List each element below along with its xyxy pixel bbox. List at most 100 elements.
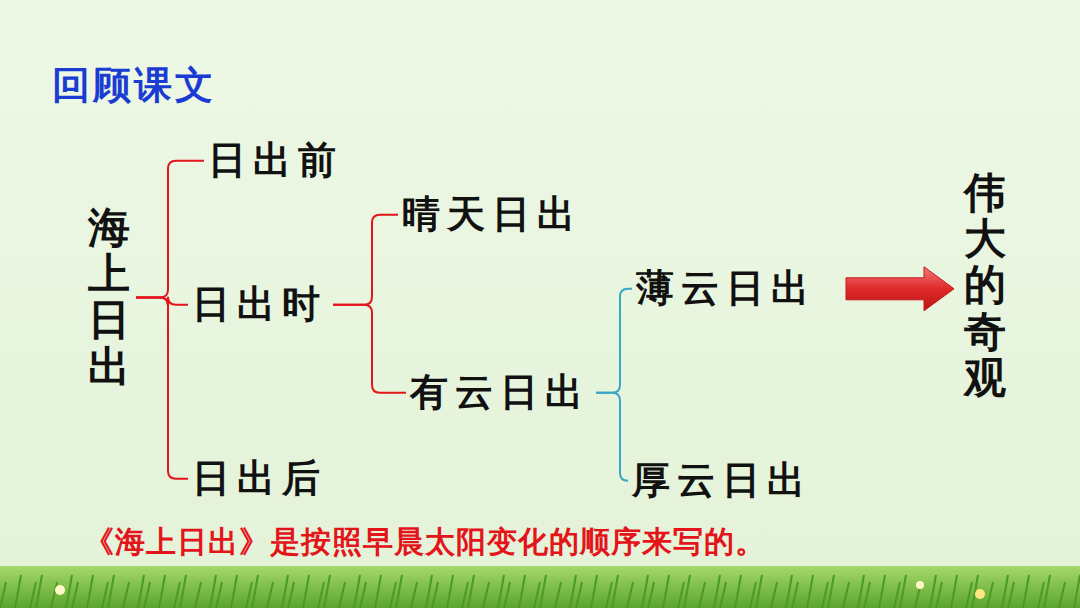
grass-blade: [231, 575, 237, 608]
grass-blade: [303, 575, 309, 608]
grass-blade: [375, 575, 381, 608]
grass-blade: [426, 575, 432, 608]
grass-blade: [792, 582, 798, 608]
grass-blade: [936, 582, 942, 608]
bracket-line: [596, 393, 628, 481]
grass-blade: [1038, 582, 1044, 608]
grass-blade: [591, 575, 597, 608]
tree-item: 日出后: [192, 456, 327, 502]
grass-blade: [396, 575, 402, 608]
grass-blade: [411, 582, 417, 608]
item-text: 日出后: [192, 456, 327, 502]
grass-blade: [735, 575, 741, 608]
grass-blade: [714, 575, 720, 608]
item-text: 海上日出: [88, 205, 130, 390]
grass-blade: [252, 575, 258, 608]
item-text: 晴天日出: [402, 192, 582, 238]
grass-blade: [0, 582, 6, 608]
grass-blade: [771, 582, 777, 608]
item-text: 有云日出: [410, 370, 590, 416]
bracket-line: [333, 305, 406, 393]
grass-blade: [648, 582, 654, 608]
grass-blade: [159, 575, 165, 608]
item-text: 日出前: [208, 138, 343, 184]
tree-item: 薄云日出: [636, 266, 816, 312]
grass-blade: [843, 582, 849, 608]
grass-blade: [879, 575, 885, 608]
grass-blade: [462, 582, 468, 608]
grass-blade: [642, 575, 648, 608]
grass-blade: [246, 582, 252, 608]
slide-title: 回顾课文: [52, 60, 216, 111]
tree-item: 晴天日出: [402, 192, 582, 238]
vertical-label: 伟大的奇观: [964, 170, 1006, 401]
grass-blade: [210, 575, 216, 608]
grass-blade: [1044, 575, 1050, 608]
grass-blade: [318, 582, 324, 608]
grass-blade: [900, 575, 906, 608]
grass-blade: [684, 575, 690, 608]
grass-blade: [699, 582, 705, 608]
grass-blade: [360, 582, 366, 608]
tree-item: 厚云日出: [632, 458, 812, 504]
grass-blade: [987, 582, 993, 608]
grass-blade: [576, 582, 582, 608]
grass-blade: [930, 575, 936, 608]
grass-blade: [555, 582, 561, 608]
grass-blade: [123, 582, 129, 608]
item-text: 日出时: [192, 282, 327, 328]
item-text: 伟大的奇观: [964, 170, 1006, 401]
grass-blade: [339, 582, 345, 608]
grass-blade: [72, 582, 78, 608]
bracket-line: [136, 161, 204, 298]
grass-blade: [216, 582, 222, 608]
grass-blade: [1002, 575, 1008, 608]
tree-item: 日出前: [208, 138, 343, 184]
grass-blade: [195, 582, 201, 608]
grass-blade: [15, 575, 21, 608]
grass-blade: [36, 575, 42, 608]
grass-blade: [1059, 582, 1065, 608]
grass-blade: [606, 582, 612, 608]
grass-blade: [138, 575, 144, 608]
grass-blade: [756, 575, 762, 608]
grass-blade: [951, 575, 957, 608]
grass-blade: [1023, 575, 1029, 608]
grass-blade: [966, 582, 972, 608]
grass-blade: [324, 575, 330, 608]
grass-blade: [786, 575, 792, 608]
grass-blade: [894, 582, 900, 608]
block-arrow: [846, 267, 954, 311]
bracket-line: [333, 215, 398, 305]
grass-blade: [354, 575, 360, 608]
grass-blade: [663, 575, 669, 608]
grass-blade: [282, 575, 288, 608]
grass-blade: [174, 582, 180, 608]
summary-caption: 《海上日出》是按照早晨太阳变化的顺序来写的。: [84, 522, 766, 563]
grass-blade: [1074, 575, 1080, 608]
grass-blade: [267, 582, 273, 608]
grass-blade: [534, 582, 540, 608]
grass-blade: [822, 582, 828, 608]
grass-blade: [108, 575, 114, 608]
vertical-label: 海上日出: [88, 205, 130, 390]
grass-blade: [807, 575, 813, 608]
grass-blade: [750, 582, 756, 608]
tree-item: 日出时: [192, 282, 327, 328]
grass-blade: [51, 582, 57, 608]
item-text: 厚云日出: [632, 458, 812, 504]
grass-blade: [30, 582, 36, 608]
grass-blade: [390, 582, 396, 608]
grass-blade: [504, 582, 510, 608]
grass-blade: [519, 575, 525, 608]
bracket-line: [136, 297, 188, 478]
grass-blade: [468, 575, 474, 608]
tree-item: 有云日出: [410, 370, 590, 416]
grass-blade: [858, 575, 864, 608]
grass-blade: [627, 582, 633, 608]
grass-blade: [483, 582, 489, 608]
grass-blade: [864, 582, 870, 608]
grass-blade: [102, 582, 108, 608]
grass-blade: [1008, 582, 1014, 608]
grass-blade: [570, 575, 576, 608]
